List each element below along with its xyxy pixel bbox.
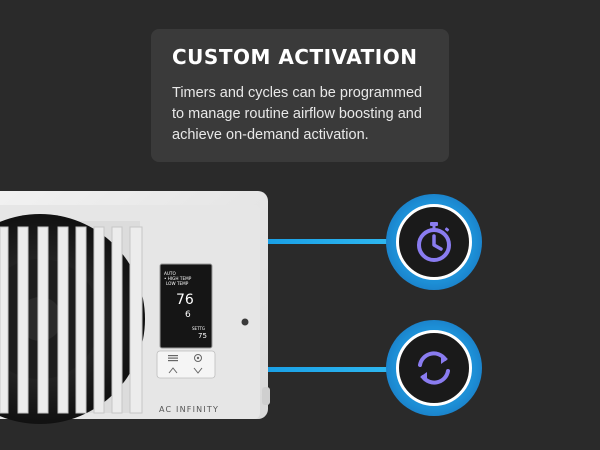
lcd-mode-low-temp: LOW TEMP bbox=[166, 281, 189, 286]
info-card: CUSTOM ACTIVATION Timers and cycles can … bbox=[151, 29, 449, 162]
connector-line-cycle bbox=[268, 367, 393, 372]
lcd-main-temp: 76 bbox=[176, 292, 194, 308]
lcd-setting-value: 75 bbox=[198, 332, 207, 340]
down-arrow-icon bbox=[193, 367, 203, 374]
cycle-badge bbox=[386, 320, 482, 416]
up-arrow-icon bbox=[168, 367, 178, 374]
lcd-setting-label: SETTG bbox=[192, 326, 205, 331]
grille-slats bbox=[0, 226, 143, 414]
timer-badge bbox=[386, 194, 482, 290]
settings-icon bbox=[194, 354, 202, 362]
control-pad bbox=[156, 350, 216, 379]
brand-logo: AC INFINITY bbox=[159, 405, 220, 414]
mounting-screw bbox=[241, 318, 249, 326]
lcd-sub-value: 6 bbox=[185, 310, 191, 320]
lcd-mode-high-temp: • HIGH TEMP bbox=[164, 276, 192, 281]
timer-icon bbox=[417, 222, 451, 262]
info-title: CUSTOM ACTIVATION bbox=[172, 45, 418, 69]
cycle-icon bbox=[418, 351, 450, 385]
lcd-mode-auto: AUTO bbox=[164, 271, 176, 276]
info-description: Timers and cycles can be programmed to m… bbox=[172, 85, 423, 143]
connector-line-timer bbox=[268, 239, 393, 244]
lcd-display bbox=[159, 263, 213, 349]
vent-device-illustration: AUTO • HIGH TEMP LOW TEMP 76 6 SETTG 75 bbox=[0, 191, 270, 424]
menu-icon bbox=[168, 355, 178, 362]
